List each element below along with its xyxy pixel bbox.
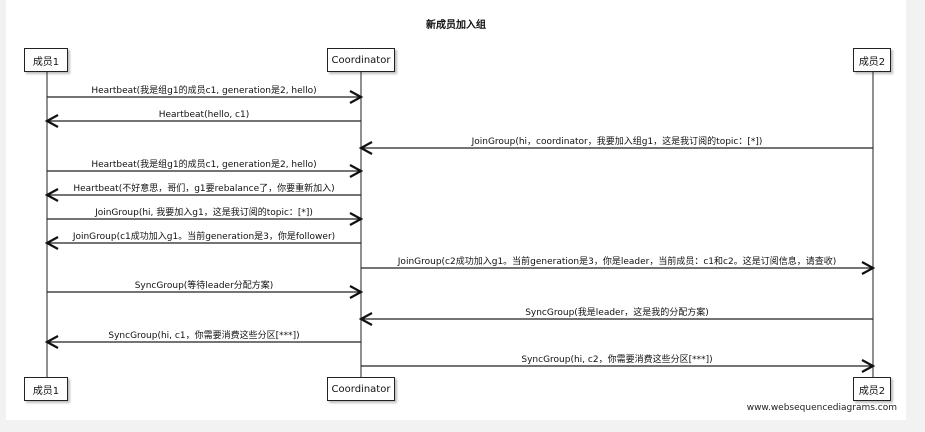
message-arrowhead [44,335,59,349]
watermark: www.websequencediagrams.com [746,403,897,413]
diagram-title: 新成员加入组 [426,20,486,31]
participant-bottom-coordinator: Coordinator [327,377,395,401]
message-label: Heartbeat(我是组g1的成员c1, generation是2, hell… [91,84,316,96]
message-label: Heartbeat(不好意思，哥们，g1要rebalance了，你要重新加入) [73,182,334,194]
message-label: SyncGroup(hi, c2，你需要消费这些分区[***]) [521,353,712,365]
participant-top-member1: 成员1 [24,48,68,72]
message-arrowhead [861,261,876,275]
participant-top-coordinator: Coordinator [327,48,395,72]
message-label: Heartbeat(hello, c1) [159,110,250,120]
message-arrowhead [358,312,373,326]
participant-bottom-member2: 成员2 [853,377,891,401]
message-label: Heartbeat(我是组g1的成员c1, generation是2, hell… [91,158,316,170]
message-arrowhead [44,236,59,250]
message-label: SyncGroup(hi, c1，你需要消费这些分区[***]) [108,329,299,341]
message-label: SyncGroup(我是leader，这是我的分配方案) [525,306,709,318]
message-arrowhead [349,212,364,226]
message-arrowhead [861,359,876,373]
message-arrowhead [349,164,364,178]
message-label: JoinGroup(hi，coordinator，我要加入组g1，这是我订阅的t… [471,135,763,147]
message-label: JoinGroup(hi, 我要加入g1，这是我订阅的topic：[*]) [94,206,313,218]
message-arrowhead [358,141,373,155]
message-arrowhead [349,285,364,299]
message-label: JoinGroup(c1成功加入g1。当前generation是3，你是foll… [72,230,335,242]
participant-bottom-member1: 成员1 [24,377,68,401]
message-label: SyncGroup(等待leader分配方案) [135,279,274,291]
diagram-canvas [6,0,906,420]
message-arrowhead [44,188,59,202]
message-label: JoinGroup(c2成功加入g1。当前generation是3，你是lead… [397,255,836,267]
message-arrowhead [44,114,59,128]
message-arrowhead [349,90,364,104]
participant-top-member2: 成员2 [853,48,891,72]
